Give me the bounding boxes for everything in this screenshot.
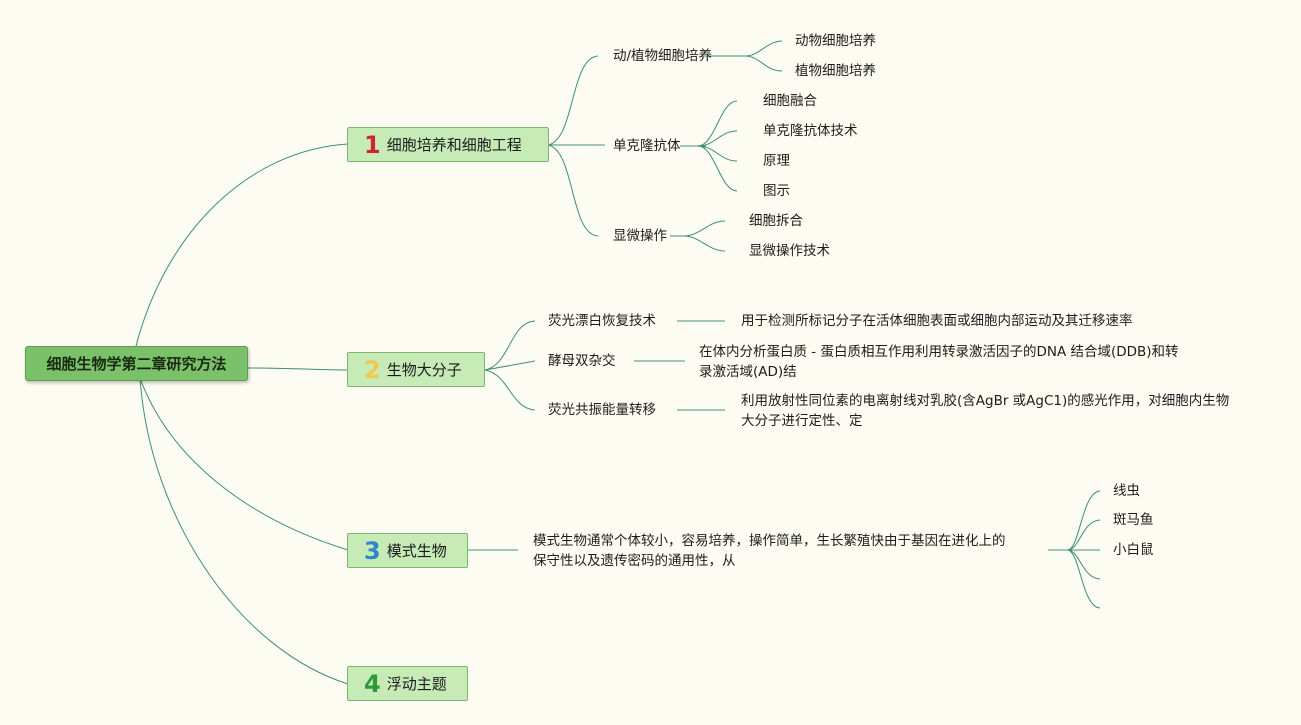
branch-label: 浮动主题 xyxy=(386,675,447,693)
detail-line: 录激活域(AD)结 xyxy=(699,364,797,380)
subtopic-principle[interactable]: 原理 xyxy=(763,153,790,169)
detail-yeast-two-hybrid[interactable]: 在体内分析蛋白质 - 蛋白质相互作用利用转录激活因子的DNA 结合域(DDB)和… xyxy=(699,342,1179,382)
subtopic-micromanipulation-technique[interactable]: 显微操作技术 xyxy=(749,243,830,259)
branch-number-2: 2 xyxy=(364,355,381,384)
subtopic-zebrafish[interactable]: 斑马鱼 xyxy=(1113,512,1154,528)
branch-number-4: 4 xyxy=(364,669,381,698)
topic-plant-animal-culture[interactable]: 动/植物细胞培养 xyxy=(613,48,713,64)
branch-label: 模式生物 xyxy=(386,542,447,560)
branch-number-3: 3 xyxy=(364,536,381,565)
description-line: 模式生物通常个体较小，容易培养，操作简单，生长繁殖快由于基因在进化上的 xyxy=(533,533,1006,549)
branch-model-organisms[interactable]: 3 模式生物 xyxy=(347,533,468,568)
topic-monoclonal-antibody[interactable]: 单克隆抗体 xyxy=(613,138,681,154)
detail-fret[interactable]: 利用放射性同位素的电离射线对乳胶(含AgBr 或AgC1)的感光作用，对细胞内生… xyxy=(741,391,1229,431)
root-topic[interactable]: 细胞生物学第二章研究方法 xyxy=(25,346,248,381)
detail-frap[interactable]: 用于检测所标记分子在活体细胞表面或细胞内部运动及其迁移速率 xyxy=(741,313,1133,329)
topic-yeast-two-hybrid[interactable]: 酵母双杂交 xyxy=(548,353,616,369)
subtopic-monoclonal-technique[interactable]: 单克隆抗体技术 xyxy=(763,123,858,139)
topic-fret[interactable]: 荧光共振能量转移 xyxy=(548,402,656,418)
branch-macromolecules[interactable]: 2 生物大分子 xyxy=(347,352,485,387)
description-line: 保守性以及遗传密码的通用性，从 xyxy=(533,553,736,569)
branch-label: 生物大分子 xyxy=(386,361,462,379)
branch-cell-culture[interactable]: 1 细胞培养和细胞工程 xyxy=(347,127,549,162)
subtopic-cell-fusion[interactable]: 细胞融合 xyxy=(763,93,817,109)
branch-number-1: 1 xyxy=(364,130,381,159)
subtopic-diagram[interactable]: 图示 xyxy=(763,183,790,199)
branch-floating-topic[interactable]: 4 浮动主题 xyxy=(347,666,468,701)
detail-line: 大分子进行定性、定 xyxy=(741,413,863,429)
detail-line: 利用放射性同位素的电离射线对乳胶(含AgBr 或AgC1)的感光作用，对细胞内生… xyxy=(741,393,1230,409)
topic-micromanipulation[interactable]: 显微操作 xyxy=(613,228,667,244)
subtopic-plant-cell-culture[interactable]: 植物细胞培养 xyxy=(795,63,876,79)
topic-model-organism-description[interactable]: 模式生物通常个体较小，容易培养，操作简单，生长繁殖快由于基因在进化上的 保守性以… xyxy=(533,531,1006,571)
subtopic-animal-cell-culture[interactable]: 动物细胞培养 xyxy=(795,33,876,49)
branch-label: 细胞培养和细胞工程 xyxy=(386,136,522,154)
root-topic-label: 细胞生物学第二章研究方法 xyxy=(46,355,227,373)
topic-frap[interactable]: 荧光漂白恢复技术 xyxy=(548,313,656,329)
detail-line: 在体内分析蛋白质 - 蛋白质相互作用利用转录激活因子的DNA 结合域(DDB)和… xyxy=(699,344,1179,360)
subtopic-cell-disassembly[interactable]: 细胞拆合 xyxy=(749,213,803,229)
subtopic-nematode[interactable]: 线虫 xyxy=(1113,483,1140,499)
subtopic-mouse[interactable]: 小白鼠 xyxy=(1113,542,1154,558)
